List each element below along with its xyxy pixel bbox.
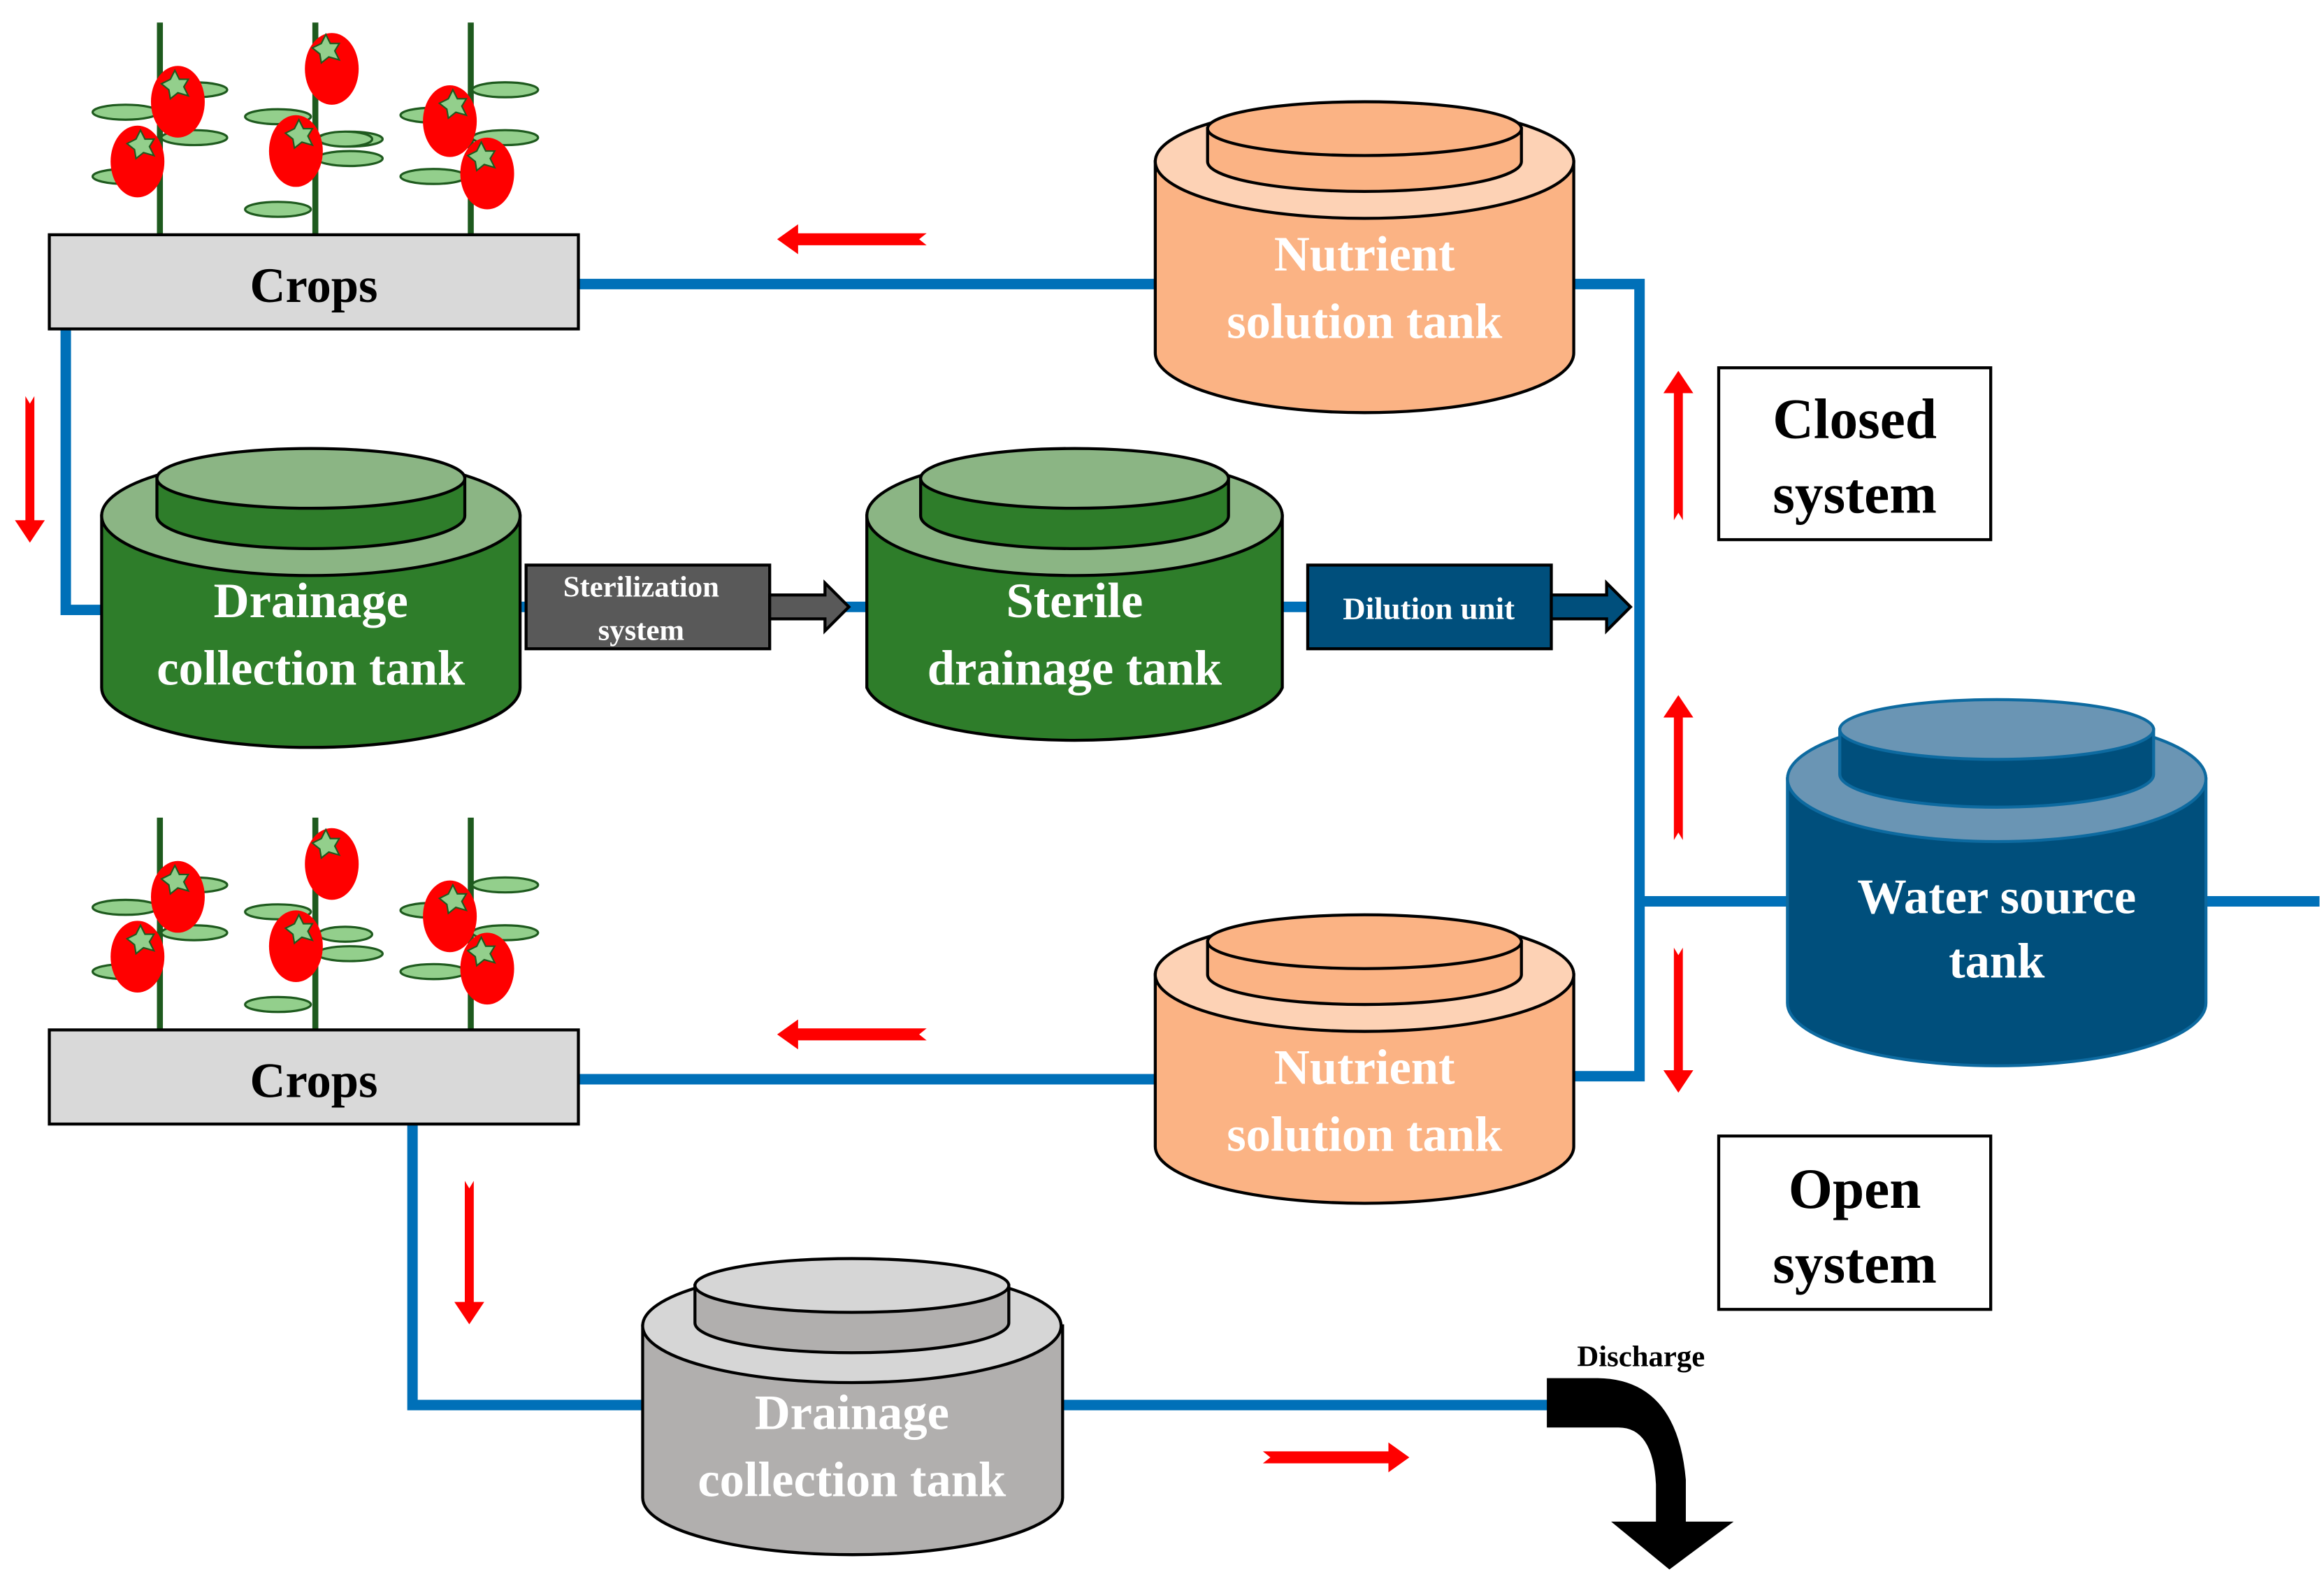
flow-arrow-up-icon [1663,370,1694,521]
water-source-tank: Water source tank [1786,698,2208,1067]
plant [399,22,540,235]
flow-arrow-down-icon [454,1181,484,1325]
sterilization-label-line2: system [598,614,684,647]
plant [244,22,384,235]
tank-label-line2: collection tank [157,641,465,695]
closed-system-label: Closed system [1717,366,1993,542]
tank-label-line1: Sterile [1006,574,1143,628]
tank-label-line1: Drainage [214,574,408,628]
pipe-crops-to-drainage [60,329,108,616]
arrow-right-icon [1550,579,1633,635]
tomato [460,932,514,1005]
nutrient-solution-tank-open: Nutrient solution tank [1153,913,1575,1205]
arrow-right-icon [768,579,851,635]
tank-label-line2: drainage tank [928,641,1222,695]
tank-label-line2: solution tank [1227,294,1503,349]
tomato [460,137,514,210]
drainage-collection-tank-open: Drainage collection tank [641,1257,1064,1557]
tank-label-line2: tank [1949,935,2045,989]
tank-label-line1: Nutrient [1274,227,1455,282]
open-label-line2: system [1773,1232,1937,1295]
crops-label: Crops [250,1054,378,1109]
nutrient-solution-tank-closed: Nutrient solution tank [1153,100,1575,414]
flow-arrows [15,224,1694,1473]
tank-label-line1: Water source [1857,870,2136,925]
crops-top: Crops [48,22,580,331]
drainage-collection-tank-closed: Drainage collection tank [100,447,522,749]
crops-bottom: Crops [48,817,580,1126]
dilution-label: Dilution unit [1343,591,1515,626]
sterilization-system: Sterilization system [524,563,851,651]
plant [244,817,384,1030]
tank-label-line1: Drainage [755,1385,949,1440]
discharge-label: Discharge [1577,1341,1705,1374]
plant [91,22,229,235]
tank-label-line1: Nutrient [1274,1040,1455,1095]
flow-arrow-left-icon [777,1019,927,1050]
dilution-unit: Dilution unit [1306,563,1633,651]
flow-arrow-right-icon [1262,1442,1410,1473]
flow-arrow-left-icon [777,224,927,254]
plant [399,817,540,1030]
sterile-drainage-tank: Sterile drainage tank [865,447,1284,742]
discharge-elbow-icon [1547,1378,1734,1570]
open-system-label: Open system [1717,1134,1993,1311]
tank-label-line2: solution tank [1227,1108,1503,1162]
flow-arrow-down-icon [1663,947,1694,1093]
sterilization-label-line1: Sterilization [563,570,719,603]
crops-label: Crops [250,259,378,313]
tank-label-line2: collection tank [698,1453,1006,1508]
discharge-outlet: Discharge [1547,1341,1734,1570]
crops-bed [48,233,580,331]
flow-arrow-down-icon [15,396,45,543]
open-label-line1: Open [1789,1158,1921,1220]
plant [91,817,229,1030]
closed-label-line1: Closed [1773,388,1937,451]
flow-arrow-up-icon [1663,695,1694,840]
crops-bed [48,1028,580,1126]
pipe-crops-to-gray-drainage [407,1124,649,1411]
pipe-nutrient-top-to-main [1569,278,1645,1082]
closed-label-line2: system [1773,463,1937,526]
